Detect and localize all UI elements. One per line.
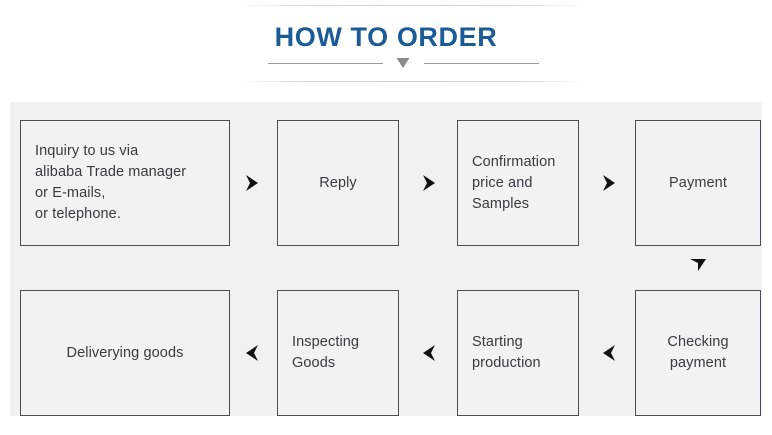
flow-step-payment: Payment [635, 120, 761, 246]
page-header: HOW TO ORDER [0, 0, 772, 102]
arrow-down-icon [687, 254, 709, 276]
chevron-down-icon [395, 56, 411, 72]
flow-step-label: Inspecting Goods [292, 334, 360, 371]
flow-step-confirmation: Confirmation price and Samples [457, 120, 579, 246]
divider-line-right [424, 63, 539, 64]
arrow-right-icon [418, 172, 440, 194]
flow-step-reply: Reply [277, 120, 399, 246]
flow-step-label: Inquiry to us via alibaba Trade manager … [35, 143, 187, 222]
flow-step-inspecting: Inspecting Goods [277, 290, 399, 416]
arrow-left-icon [598, 342, 620, 364]
header-top-hairline [238, 5, 586, 6]
flow-step-label: Deliverying goods [66, 344, 184, 361]
header-bottom-hairline [238, 81, 586, 82]
flow-step-inquiry: Inquiry to us via alibaba Trade manager … [20, 120, 230, 246]
flow-step-label: Checking payment [667, 334, 729, 371]
flow-step-label: Confirmation price and Samples [472, 153, 556, 212]
arrow-left-icon [241, 342, 263, 364]
flow-step-label: Starting production [472, 334, 541, 371]
flow-step-production: Starting production [457, 290, 579, 416]
page-title: HOW TO ORDER [274, 22, 498, 52]
arrow-right-icon [598, 172, 620, 194]
flow-step-delivering: Deliverying goods [20, 290, 230, 416]
arrow-right-icon [241, 172, 263, 194]
flow-step-label: Payment [669, 174, 727, 191]
arrow-left-icon [418, 342, 440, 364]
title-divider [0, 54, 772, 76]
flow-diagram-panel: Inquiry to us via alibaba Trade manager … [10, 102, 762, 416]
flow-step-label: Reply [319, 174, 357, 191]
flow-step-checking: Checking payment [635, 290, 761, 416]
divider-line-left [268, 63, 383, 64]
